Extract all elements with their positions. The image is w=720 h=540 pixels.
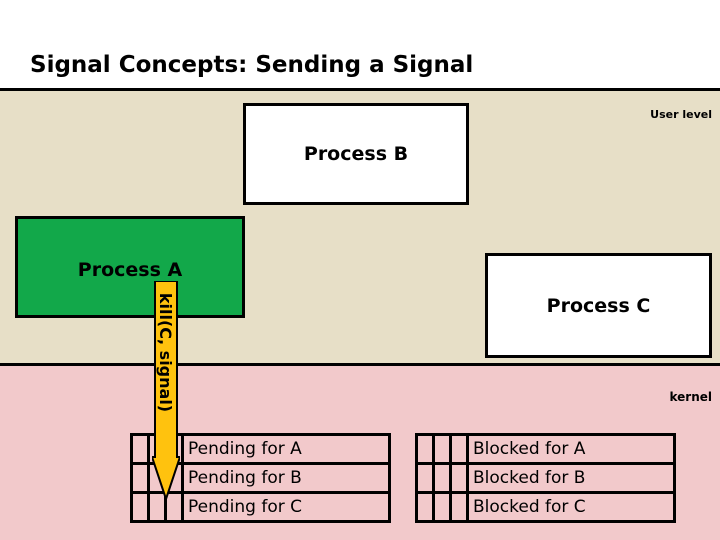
user-level-label: User level <box>650 108 712 121</box>
blocked-row-label: Blocked for B <box>466 462 676 494</box>
table-row: Blocked for B <box>415 462 676 494</box>
process-b-box[interactable]: Process B <box>243 103 469 205</box>
pending-row-label: Pending for C <box>181 491 391 523</box>
blocked-bit-cell[interactable] <box>415 462 435 494</box>
pending-bit-cell[interactable] <box>130 462 150 494</box>
process-c-label: Process C <box>546 294 651 317</box>
blocked-bit-cell[interactable] <box>432 433 452 465</box>
blocked-bit-cell[interactable] <box>449 433 469 465</box>
process-a-box[interactable]: Process A <box>15 216 245 318</box>
blocked-row-label: Blocked for C <box>466 491 676 523</box>
kernel-label: kernel <box>669 390 712 404</box>
blocked-bit-cell[interactable] <box>415 433 435 465</box>
pending-bit-cell[interactable] <box>147 491 167 523</box>
process-c-box[interactable]: Process C <box>485 253 712 358</box>
process-a-label: Process A <box>77 259 183 281</box>
blocked-signals-table: Blocked for A Blocked for B Blocked for … <box>415 433 676 523</box>
blocked-row-label: Blocked for A <box>466 433 676 465</box>
blocked-bit-cell[interactable] <box>432 491 452 523</box>
process-b-label: Process B <box>303 143 409 165</box>
table-row: Pending for C <box>130 491 391 523</box>
page-title: Signal Concepts: Sending a Signal <box>30 52 474 78</box>
down-arrow-icon <box>152 281 180 501</box>
pending-bit-cell[interactable] <box>164 491 184 523</box>
blocked-bit-cell[interactable] <box>449 491 469 523</box>
pending-row-label: Pending for A <box>181 433 391 465</box>
blocked-bit-cell[interactable] <box>432 462 452 494</box>
pending-bit-cell[interactable] <box>130 491 150 523</box>
blocked-bit-cell[interactable] <box>415 491 435 523</box>
table-row: Blocked for C <box>415 491 676 523</box>
pending-row-label: Pending for B <box>181 462 391 494</box>
pending-bit-cell[interactable] <box>130 433 150 465</box>
table-row: Blocked for A <box>415 433 676 465</box>
blocked-bit-cell[interactable] <box>449 462 469 494</box>
